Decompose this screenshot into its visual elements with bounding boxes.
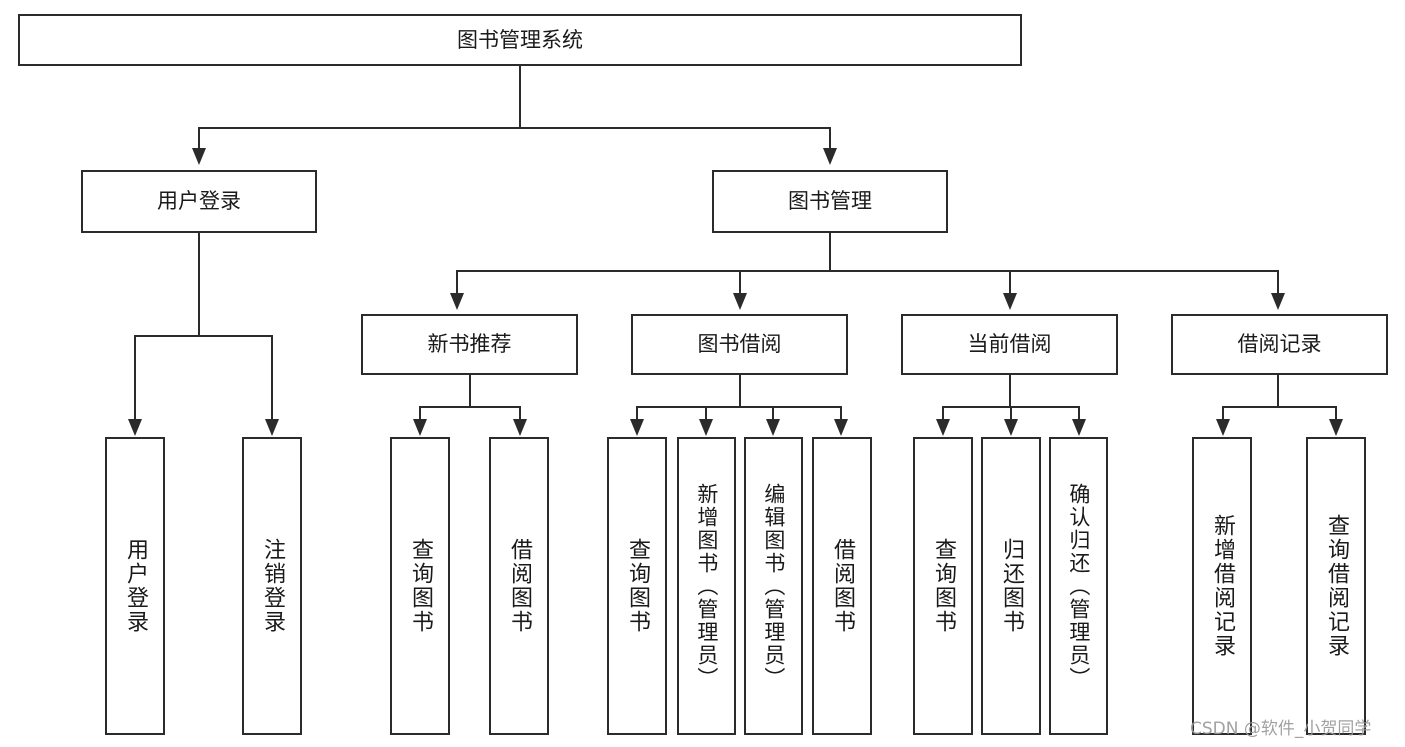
- arrow-to-leaf-add-book: [699, 419, 713, 436]
- connector-current-borrow-leaf3-drop: [1078, 406, 1080, 420]
- leaf-return-book[interactable]: 归还图书: [981, 437, 1041, 735]
- leaf-query-borrow-record[interactable]: 查询借阅记录: [1306, 437, 1366, 735]
- connector-current-borrow-leaf1-drop: [942, 406, 944, 420]
- connector-level2-1-drop: [456, 270, 458, 294]
- node-new-book-recommend[interactable]: 新书推荐: [361, 314, 578, 375]
- connector-bus-user-login: [134, 335, 273, 337]
- node-label: 查询图书: [407, 538, 433, 634]
- node-label: 用户登录: [122, 538, 148, 634]
- leaf-logout[interactable]: 注销登录: [242, 437, 302, 735]
- arrow-to-leaf-logout: [265, 419, 279, 436]
- node-label: 注销登录: [259, 538, 285, 634]
- connector-bus-borrow-record: [1222, 406, 1336, 408]
- connector-book-borrow-leaf1-drop: [636, 406, 638, 420]
- connector-bus-new-book: [419, 406, 521, 408]
- leaf-confirm-return-admin[interactable]: 确认归还（管理员）: [1049, 437, 1108, 735]
- connector-root-down: [519, 66, 521, 128]
- node-book-manage[interactable]: 图书管理: [712, 170, 948, 233]
- node-label: 图书管理: [788, 189, 872, 214]
- connector-book-borrow-leaf3-drop: [772, 406, 774, 420]
- arrow-to-current-borrow: [1003, 293, 1017, 310]
- node-label: 用户登录: [157, 189, 241, 214]
- node-label: 借阅图书: [829, 538, 855, 634]
- arrow-to-leaf-borrow-book-2: [834, 419, 848, 436]
- node-label: 编辑图书（管理员）: [761, 482, 786, 690]
- connector-current-borrow-leaf2-drop: [1010, 406, 1012, 420]
- arrow-to-leaf-confirm-return: [1072, 419, 1086, 436]
- node-book-borrow[interactable]: 图书借阅: [631, 314, 848, 375]
- leaf-query-book-recommend[interactable]: 查询图书: [390, 437, 450, 735]
- connector-bus-level2: [456, 270, 1279, 272]
- arrow-to-book-borrow: [733, 293, 747, 310]
- connector-borrow-record-leaf1-drop: [1222, 406, 1224, 420]
- connector-book-borrow-down: [739, 375, 741, 407]
- leaf-borrow-book-borrow[interactable]: 借阅图书: [812, 437, 872, 735]
- node-label: 查询借阅记录: [1323, 514, 1349, 658]
- connector-borrow-record-leaf2-drop: [1335, 406, 1337, 420]
- connector-borrow-record-down: [1277, 375, 1279, 407]
- arrow-to-leaf-user-login: [128, 419, 142, 436]
- connector-level2-3-drop: [1009, 270, 1011, 294]
- node-label: 借阅图书: [506, 538, 532, 634]
- connector-level1-right-drop: [829, 127, 831, 149]
- leaf-add-borrow-record[interactable]: 新增借阅记录: [1192, 437, 1252, 735]
- arrow-to-leaf-return-book: [1004, 419, 1018, 436]
- leaf-add-book-admin[interactable]: 新增图书（管理员）: [677, 437, 736, 735]
- connector-new-book-down: [469, 375, 471, 407]
- arrow-to-book-manage: [823, 148, 837, 165]
- node-label: 确认归还（管理员）: [1066, 482, 1091, 690]
- arrow-to-leaf-query-book-1: [413, 419, 427, 436]
- connector-book-borrow-leaf4-drop: [840, 406, 842, 420]
- connector-bus-level1: [198, 127, 830, 129]
- csdn-watermark: CSDN @软件_小贺同学: [1190, 719, 1372, 739]
- node-label: 借阅记录: [1237, 332, 1322, 357]
- arrow-to-leaf-add-record: [1216, 419, 1230, 436]
- arrow-to-borrow-record: [1271, 293, 1285, 310]
- node-user-login[interactable]: 用户登录: [81, 170, 317, 233]
- arrow-to-new-book-recommend: [450, 293, 464, 310]
- node-label: 新增借阅记录: [1209, 514, 1235, 658]
- arrow-to-leaf-query-book-3: [936, 419, 950, 436]
- node-label: 新书推荐: [427, 332, 512, 357]
- connector-user-login-leaf1-drop: [134, 335, 136, 420]
- node-label: 当前借阅: [967, 332, 1052, 357]
- node-current-borrow[interactable]: 当前借阅: [901, 314, 1118, 375]
- node-label: 归还图书: [998, 538, 1024, 634]
- arrow-to-leaf-query-record: [1329, 419, 1343, 436]
- node-label: 图书借阅: [697, 332, 782, 357]
- leaf-user-login[interactable]: 用户登录: [105, 437, 165, 735]
- arrow-to-leaf-query-book-2: [630, 419, 644, 436]
- leaf-borrow-book-recommend[interactable]: 借阅图书: [489, 437, 549, 735]
- connector-user-login-leaf2-drop: [271, 335, 273, 420]
- connector-user-login-down: [198, 233, 200, 336]
- connector-level2-2-drop: [739, 270, 741, 294]
- connector-book-borrow-leaf2-drop: [705, 406, 707, 420]
- node-borrow-record[interactable]: 借阅记录: [1171, 314, 1388, 375]
- node-root-system[interactable]: 图书管理系统: [18, 14, 1022, 66]
- connector-new-book-leaf1-drop: [419, 406, 421, 420]
- node-label: 查询图书: [930, 538, 956, 634]
- node-label: 查询图书: [624, 538, 650, 634]
- arrow-to-leaf-borrow-book-1: [513, 419, 527, 436]
- connector-level1-left-drop: [198, 127, 200, 149]
- node-label: 图书管理系统: [457, 27, 583, 52]
- connector-book-manage-down: [829, 233, 831, 271]
- connector-new-book-leaf2-drop: [519, 406, 521, 420]
- node-label: 新增图书（管理员）: [694, 482, 719, 690]
- arrow-to-leaf-edit-book: [766, 419, 780, 436]
- leaf-query-book-borrow[interactable]: 查询图书: [607, 437, 667, 735]
- connector-level2-4-drop: [1277, 270, 1279, 294]
- leaf-edit-book-admin[interactable]: 编辑图书（管理员）: [744, 437, 803, 735]
- connector-current-borrow-down: [1009, 375, 1011, 407]
- leaf-query-book-current[interactable]: 查询图书: [913, 437, 973, 735]
- connector-bus-book-borrow: [636, 406, 842, 408]
- arrow-to-user-login: [192, 148, 206, 165]
